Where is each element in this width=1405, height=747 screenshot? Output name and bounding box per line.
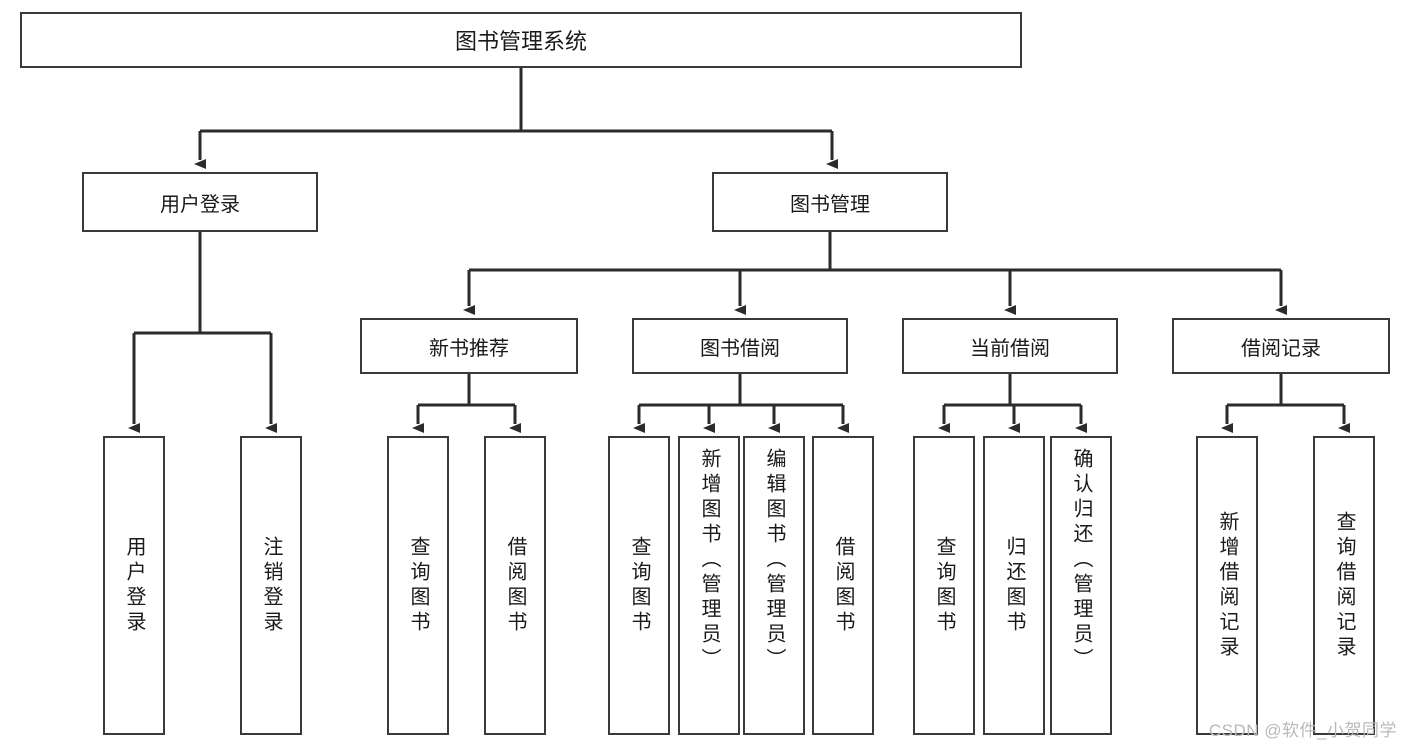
leaf-query-book-3-label: 查询图书 bbox=[933, 535, 955, 636]
leaf-logout[interactable]: 注销登录 bbox=[240, 436, 302, 735]
leaf-confirm-return-label: 确认归还（管理员） bbox=[1070, 448, 1092, 673]
node-new-book-recommend-label: 新书推荐 bbox=[429, 337, 509, 360]
leaf-add-record[interactable]: 新增借阅记录 bbox=[1196, 436, 1258, 735]
node-book-manage-label: 图书管理 bbox=[790, 193, 870, 216]
leaf-edit-book-label: 编辑图书（管理员） bbox=[763, 448, 785, 673]
leaf-add-book[interactable]: 新增图书（管理员） bbox=[678, 436, 740, 735]
leaf-return-book[interactable]: 归还图书 bbox=[983, 436, 1045, 735]
node-borrow-record[interactable]: 借阅记录 bbox=[1172, 318, 1390, 374]
leaf-return-book-label: 归还图书 bbox=[1003, 535, 1025, 636]
node-user-login-label: 用户登录 bbox=[160, 193, 240, 216]
leaf-logout-label: 注销登录 bbox=[260, 535, 282, 636]
leaf-borrow-book-1[interactable]: 借阅图书 bbox=[484, 436, 546, 735]
leaf-query-book-3[interactable]: 查询图书 bbox=[913, 436, 975, 735]
leaf-query-record[interactable]: 查询借阅记录 bbox=[1313, 436, 1375, 735]
leaf-borrow-book-1-label: 借阅图书 bbox=[504, 535, 526, 636]
leaf-borrow-book-2-label: 借阅图书 bbox=[832, 535, 854, 636]
leaf-query-book-1[interactable]: 查询图书 bbox=[387, 436, 449, 735]
node-current-borrow[interactable]: 当前借阅 bbox=[902, 318, 1118, 374]
node-current-borrow-label: 当前借阅 bbox=[970, 337, 1050, 360]
node-book-manage[interactable]: 图书管理 bbox=[712, 172, 948, 232]
leaf-query-book-1-label: 查询图书 bbox=[407, 535, 429, 636]
node-book-borrow[interactable]: 图书借阅 bbox=[632, 318, 848, 374]
leaf-add-book-label: 新增图书（管理员） bbox=[698, 448, 720, 673]
node-root[interactable]: 图书管理系统 bbox=[20, 12, 1022, 68]
node-book-borrow-label: 图书借阅 bbox=[700, 337, 780, 360]
node-new-book-recommend[interactable]: 新书推荐 bbox=[360, 318, 578, 374]
leaf-add-record-label: 新增借阅记录 bbox=[1216, 510, 1238, 661]
leaf-user-login[interactable]: 用户登录 bbox=[103, 436, 165, 735]
node-root-label: 图书管理系统 bbox=[454, 29, 587, 54]
leaf-edit-book[interactable]: 编辑图书（管理员） bbox=[743, 436, 805, 735]
leaf-borrow-book-2[interactable]: 借阅图书 bbox=[812, 436, 874, 735]
leaf-query-book-2-label: 查询图书 bbox=[628, 535, 650, 636]
leaf-query-record-label: 查询借阅记录 bbox=[1333, 510, 1355, 661]
leaf-user-login-label: 用户登录 bbox=[123, 535, 145, 636]
node-user-login[interactable]: 用户登录 bbox=[82, 172, 318, 232]
leaf-query-book-2[interactable]: 查询图书 bbox=[608, 436, 670, 735]
csdn-watermark: CSDN @软件_小贺同学 bbox=[1208, 721, 1397, 740]
leaf-confirm-return[interactable]: 确认归还（管理员） bbox=[1050, 436, 1112, 735]
node-borrow-record-label: 借阅记录 bbox=[1241, 337, 1321, 360]
